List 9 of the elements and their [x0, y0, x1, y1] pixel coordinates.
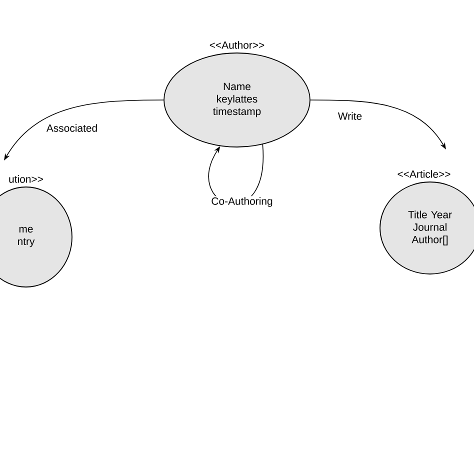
- ellipse-node: <<Article>> Title Year Journal Author[]: [380, 170, 474, 274]
- node-label: <<Article>>: [398, 170, 450, 178]
- ellipse-node: ution>> me ntry: [0, 175, 72, 288]
- node-label: ution>>: [9, 175, 43, 183]
- edge-label: Write: [336, 111, 364, 121]
- node-label: <<Author>>: [210, 41, 264, 49]
- edge-label: Co-Authoring: [210, 196, 274, 208]
- edge-label: Associated: [45, 123, 99, 133]
- ellipse-node: <<Author>> Name keylattes timestamp: [164, 41, 310, 148]
